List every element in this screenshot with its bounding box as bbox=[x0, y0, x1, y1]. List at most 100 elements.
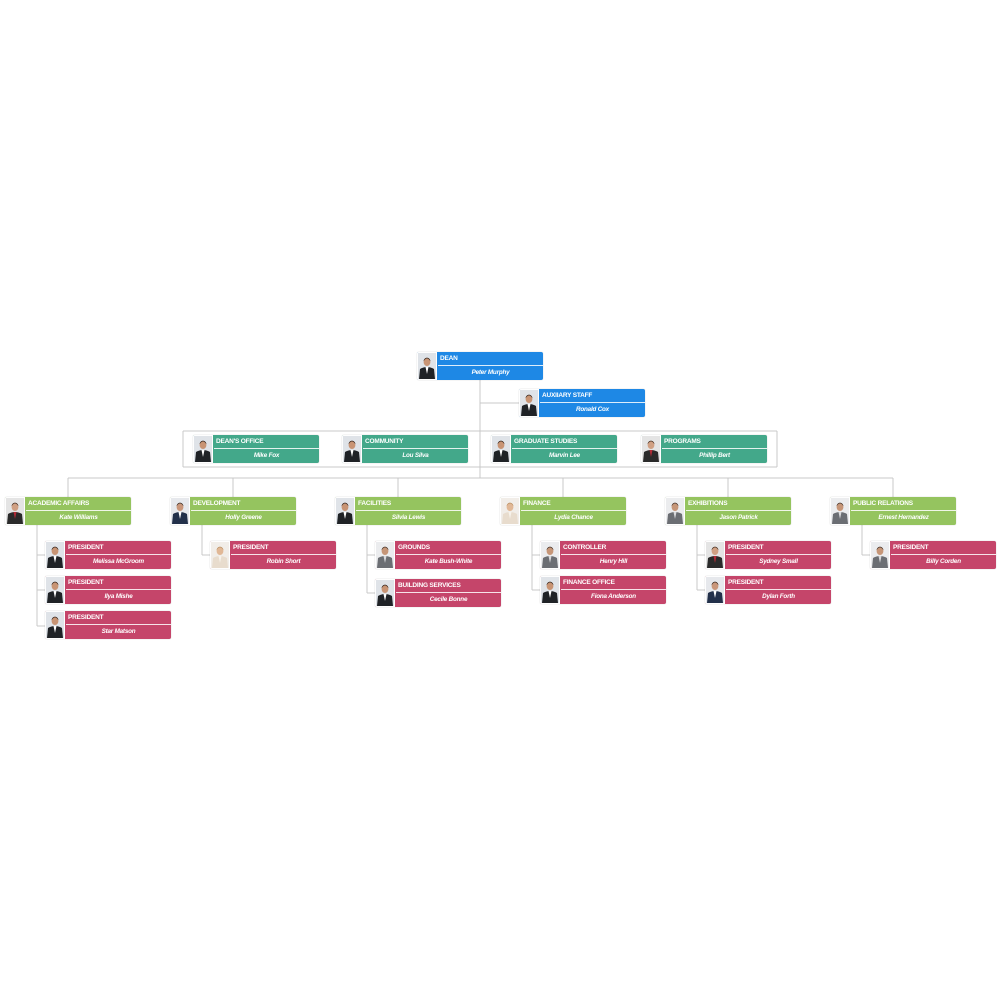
person-photo bbox=[705, 576, 725, 604]
node-title: DEAN'S OFFICE bbox=[216, 438, 264, 445]
org-node-academic[interactable]: ACADEMIC AFFAIRS Kate Williams bbox=[5, 497, 131, 525]
org-node-facilities[interactable]: FACILITIES Silvia Lewis bbox=[335, 497, 461, 525]
org-node-ex-p1[interactable]: PRESIDENT Sydney Small bbox=[705, 541, 831, 569]
node-title: GROUNDS bbox=[398, 544, 430, 551]
node-divider bbox=[231, 554, 336, 555]
node-divider bbox=[66, 624, 171, 625]
node-person-name: Silvia Lewis bbox=[391, 514, 426, 521]
node-divider bbox=[662, 448, 767, 449]
node-person-name: Robin Short bbox=[266, 558, 301, 565]
org-node-grad[interactable]: GRADUATE STUDIES Marvin Lee bbox=[491, 435, 617, 463]
node-title: PRESIDENT bbox=[893, 544, 929, 551]
node-title: PRESIDENT bbox=[68, 544, 104, 551]
node-title: PRESIDENT bbox=[728, 579, 764, 586]
person-photo bbox=[665, 497, 685, 525]
node-title: PUBLIC RELATIONS bbox=[853, 500, 913, 507]
person-photo bbox=[193, 435, 213, 463]
node-divider bbox=[66, 589, 171, 590]
node-title: FACILITIES bbox=[358, 500, 392, 507]
org-node-aa-p1[interactable]: PRESIDENT Melissa McGroom bbox=[45, 541, 171, 569]
node-person-name: Cecile Bonne bbox=[429, 596, 468, 603]
node-person-name: Sydney Small bbox=[759, 558, 798, 565]
org-node-deans-office[interactable]: DEAN'S OFFICE Mike Fox bbox=[193, 435, 319, 463]
person-photo bbox=[375, 579, 395, 607]
node-title: DEAN bbox=[440, 355, 458, 362]
node-title: COMMUNITY bbox=[365, 438, 404, 445]
org-node-pr[interactable]: PUBLIC RELATIONS Ernest Hernandez bbox=[830, 497, 956, 525]
node-divider bbox=[356, 510, 461, 511]
person-photo bbox=[5, 497, 25, 525]
node-person-name: Mike Fox bbox=[253, 452, 280, 459]
node-divider bbox=[438, 365, 543, 366]
person-photo bbox=[540, 576, 560, 604]
node-title: CONTROLLER bbox=[563, 544, 607, 551]
node-divider bbox=[66, 554, 171, 555]
org-node-fac-grounds[interactable]: GROUNDS Kate Bush-White bbox=[375, 541, 501, 569]
node-title: GRADUATE STUDIES bbox=[514, 438, 578, 445]
node-person-name: Lou Silva bbox=[402, 452, 429, 459]
node-person-name: Fiona Anderson bbox=[591, 593, 636, 600]
person-photo bbox=[45, 611, 65, 639]
node-person-name: Ronald Cox bbox=[576, 406, 609, 413]
org-node-community[interactable]: COMMUNITY Lou Silva bbox=[342, 435, 468, 463]
org-node-aa-p3[interactable]: PRESIDENT Star Matson bbox=[45, 611, 171, 639]
node-person-name: Lydia Chance bbox=[554, 514, 593, 521]
node-divider bbox=[686, 510, 791, 511]
node-person-name: Star Matson bbox=[101, 628, 136, 635]
org-node-fin-office[interactable]: FINANCE OFFICE Fiona Anderson bbox=[540, 576, 666, 604]
org-node-fac-building[interactable]: BUILDING SERVICES Cecile Bonne bbox=[375, 579, 501, 607]
node-divider bbox=[726, 589, 831, 590]
node-divider bbox=[396, 592, 501, 593]
node-divider bbox=[726, 554, 831, 555]
node-person-name: Ilya Mishe bbox=[104, 593, 133, 600]
node-divider bbox=[521, 510, 626, 511]
node-person-name: Melissa McGroom bbox=[93, 558, 144, 565]
node-divider bbox=[191, 510, 296, 511]
person-photo bbox=[375, 541, 395, 569]
node-title: FINANCE bbox=[523, 500, 551, 507]
node-person-name: Peter Murphy bbox=[471, 369, 510, 376]
node-title: ACADEMIC AFFAIRS bbox=[28, 500, 90, 507]
person-photo bbox=[500, 497, 520, 525]
node-person-name: Ernest Hernandez bbox=[878, 514, 929, 521]
node-divider bbox=[214, 448, 319, 449]
person-photo bbox=[705, 541, 725, 569]
org-node-dev-p1[interactable]: PRESIDENT Robin Short bbox=[210, 541, 336, 569]
person-photo bbox=[641, 435, 661, 463]
node-title: DEVELOPMENT bbox=[193, 500, 241, 507]
node-divider bbox=[512, 448, 617, 449]
node-person-name: Kate Bush-White bbox=[424, 558, 473, 565]
node-person-name: Kate Williams bbox=[59, 514, 98, 521]
node-title: BUILDING SERVICES bbox=[398, 582, 461, 589]
person-photo bbox=[342, 435, 362, 463]
person-photo bbox=[210, 541, 230, 569]
node-divider bbox=[891, 554, 996, 555]
person-photo bbox=[45, 576, 65, 604]
person-photo bbox=[491, 435, 511, 463]
person-photo bbox=[335, 497, 355, 525]
person-photo bbox=[170, 497, 190, 525]
node-title: PRESIDENT bbox=[68, 579, 104, 586]
node-person-name: Marvin Lee bbox=[549, 452, 580, 459]
person-photo bbox=[45, 541, 65, 569]
node-title: PRESIDENT bbox=[233, 544, 269, 551]
node-title: FINANCE OFFICE bbox=[563, 579, 615, 586]
org-node-dean[interactable]: DEAN Peter Murphy bbox=[417, 352, 543, 380]
node-divider bbox=[26, 510, 131, 511]
node-title: PRESIDENT bbox=[728, 544, 764, 551]
node-person-name: Jason Patrick bbox=[719, 514, 758, 521]
node-title: PRESIDENT bbox=[68, 614, 104, 621]
node-divider bbox=[561, 589, 666, 590]
node-divider bbox=[396, 554, 501, 555]
